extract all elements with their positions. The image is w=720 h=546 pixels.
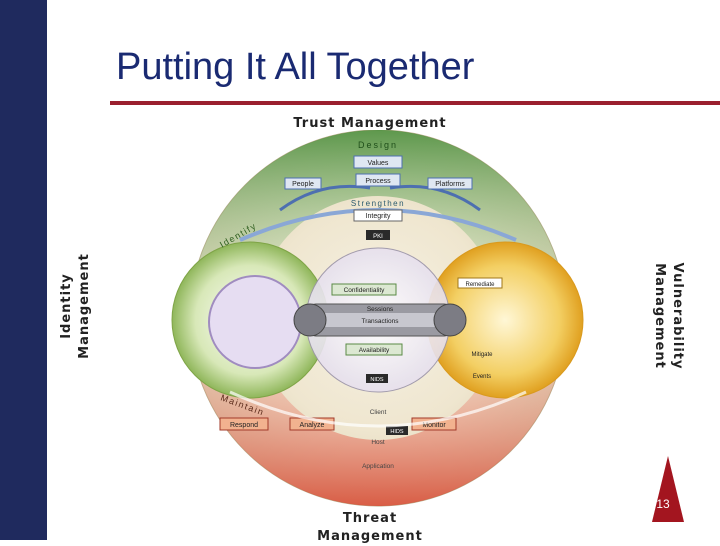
right-pipe-hub bbox=[433, 303, 467, 337]
platforms-box bbox=[427, 177, 473, 190]
slide-title: Putting It All Together bbox=[116, 46, 475, 88]
availability-text: Availability bbox=[359, 347, 390, 354]
transactions-text: Transactions bbox=[362, 318, 400, 325]
confidentiality-box bbox=[331, 283, 397, 296]
process-text: Process bbox=[365, 178, 391, 185]
nids-text: NIDS bbox=[370, 377, 383, 383]
top-green-band bbox=[190, 130, 566, 318]
pki-text: PKI bbox=[373, 234, 383, 240]
respond-text: Respond bbox=[230, 422, 258, 429]
monitor-text: Monitor bbox=[422, 422, 446, 429]
platforms-text: Platforms bbox=[435, 181, 465, 188]
application-text: Application bbox=[362, 463, 394, 470]
confidentiality-text: Confidentiality bbox=[344, 287, 386, 294]
hids-text: HIDS bbox=[390, 429, 403, 435]
trust-management-label: Trust Management bbox=[293, 116, 447, 131]
page-number: 13 bbox=[656, 497, 670, 511]
integrity-text: Integrity bbox=[366, 213, 391, 220]
transactions-pipe-core bbox=[310, 313, 450, 327]
identity-management-label: Identity Management bbox=[59, 253, 92, 359]
remediate-text: Remediate bbox=[465, 282, 495, 288]
threat-management-label: Threat Management bbox=[317, 511, 423, 544]
values-box bbox=[353, 155, 403, 169]
maintain-arc bbox=[229, 390, 527, 428]
left-pipe-hub bbox=[293, 303, 327, 337]
page-number-badge bbox=[652, 456, 684, 522]
design-label: Design bbox=[358, 140, 398, 150]
people-text: People bbox=[292, 181, 314, 188]
security-framework-diagram: Values Process People Platforms Integrit… bbox=[171, 130, 584, 507]
sessions-text: Sessions bbox=[367, 306, 394, 313]
identity-inner-circle bbox=[208, 275, 302, 369]
left-accent-bar bbox=[0, 0, 47, 540]
integrity-box bbox=[353, 209, 403, 222]
vulnerability-management-label: Vulnerability Management bbox=[652, 262, 685, 370]
analyze-text: Analyze bbox=[300, 422, 325, 429]
respond-box bbox=[219, 417, 269, 431]
pki-box bbox=[366, 230, 390, 240]
host-text: Host bbox=[371, 439, 385, 446]
design-arrow-left bbox=[279, 184, 371, 212]
availability-box bbox=[345, 343, 403, 356]
people-box bbox=[284, 177, 322, 190]
nids-box bbox=[366, 374, 388, 383]
title-underline bbox=[110, 101, 720, 105]
values-text: Values bbox=[368, 160, 389, 167]
process-box bbox=[355, 173, 401, 187]
remediate-box bbox=[457, 277, 503, 289]
strengthen-label: Strengthen bbox=[351, 199, 405, 208]
events-text: Events bbox=[473, 374, 491, 380]
bottom-red-band bbox=[190, 318, 566, 506]
mitigate-text: Mitigate bbox=[471, 352, 493, 358]
hids-box bbox=[386, 426, 408, 435]
client-text: Client bbox=[370, 409, 387, 416]
